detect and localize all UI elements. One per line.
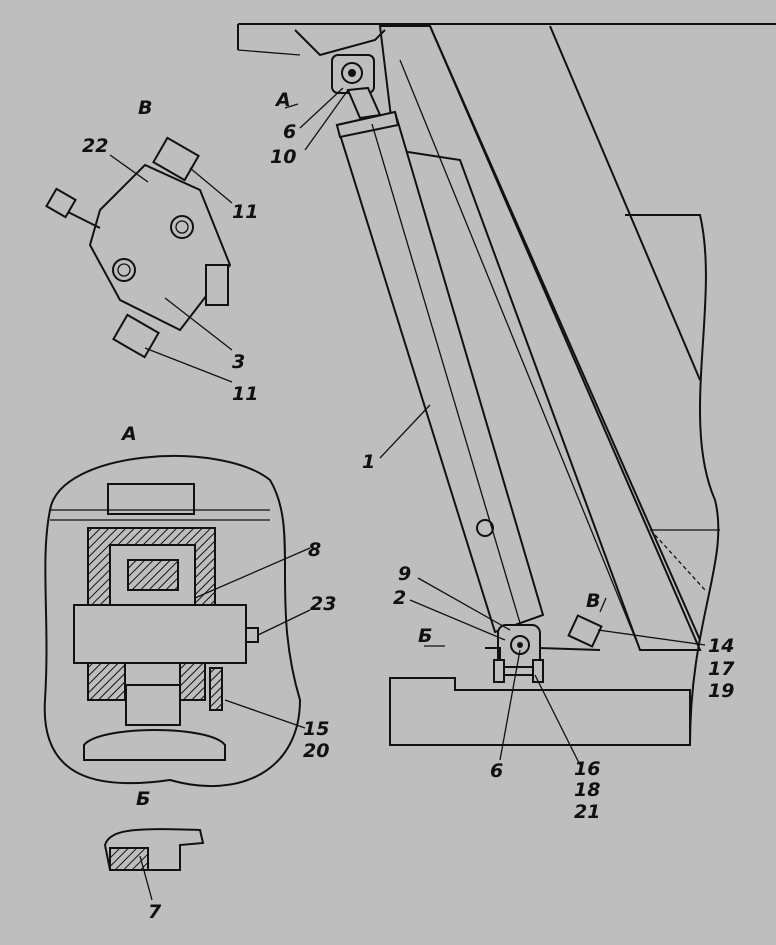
label-8: 8: [308, 539, 321, 561]
label-6-top: 6: [283, 121, 296, 143]
view-a-title: А: [120, 423, 137, 445]
label-11-bottom: 11: [232, 383, 258, 405]
label-7: 7: [148, 901, 162, 923]
valve-small: [567, 614, 603, 648]
label-9: 9: [398, 563, 411, 585]
label-6-bottom: 6: [490, 760, 503, 782]
view-b-title: Б: [136, 788, 150, 810]
main-assembly-view: А 6 10 1 9 2 Б В 14 17 19 6 16 18 21: [237, 23, 776, 823]
label-21: 21: [574, 801, 600, 823]
label-18: 18: [574, 779, 600, 801]
label-2: 2: [393, 587, 406, 609]
label-15: 15: [303, 718, 329, 740]
label-14: 14: [708, 635, 734, 657]
lower-bracket: [485, 646, 601, 676]
label-11-top: 11: [232, 201, 258, 223]
view-v-title: В: [138, 97, 152, 119]
view-b-marker: Б: [418, 625, 432, 647]
label-1: 1: [362, 451, 375, 473]
label-10: 10: [270, 146, 296, 168]
detail-view-v: В 22 11 3 11: [45, 97, 258, 405]
label-3: 3: [232, 351, 245, 373]
base-frame: [389, 677, 691, 746]
fitting-top: [152, 136, 200, 182]
view-v-marker: В: [586, 590, 600, 612]
fitting-bottom: [112, 313, 160, 359]
label-22: 22: [82, 135, 108, 157]
label-16: 16: [574, 758, 600, 780]
section-outline: [43, 455, 302, 788]
view-a-marker: А: [274, 89, 291, 111]
valve-knob: [45, 187, 77, 219]
detail-view-b: Б 7: [103, 788, 205, 923]
label-17: 17: [708, 658, 735, 680]
hydraulic-cylinder: [335, 110, 545, 634]
label-19: 19: [708, 680, 734, 702]
grease-nipple: [476, 519, 494, 537]
grease-fitting: [245, 627, 259, 643]
label-20: 20: [303, 740, 329, 762]
pin: [73, 604, 247, 664]
detail-view-a: А 8 23 15 20: [43, 423, 336, 788]
label-23: 23: [310, 593, 336, 615]
upper-bracket: [294, 29, 386, 57]
